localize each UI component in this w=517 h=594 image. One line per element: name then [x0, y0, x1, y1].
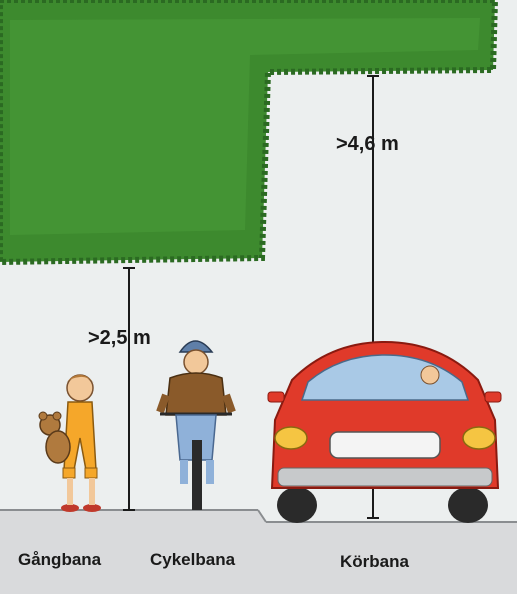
lane-label-sidewalk: Gångbana — [18, 550, 101, 570]
lane-label-bike-lane: Cykelbana — [150, 550, 235, 570]
hedge-clearance-label: >2,5 m — [88, 327, 151, 350]
lane-label-roadway: Körbana — [340, 552, 409, 572]
road-clearance-label: >4,6 m — [336, 133, 399, 156]
